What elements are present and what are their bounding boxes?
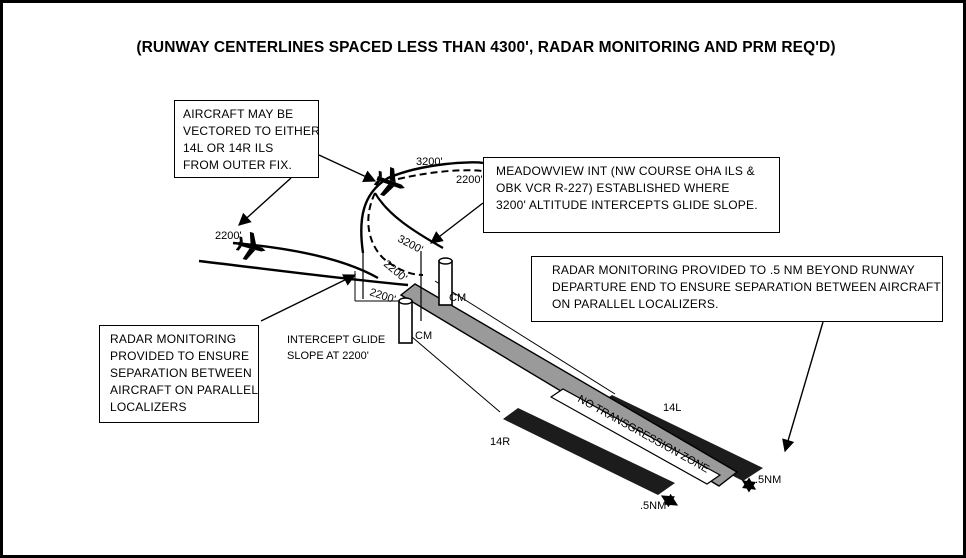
- altitude-label: 2200': [368, 286, 397, 306]
- cm-label: CM: [449, 292, 466, 304]
- localizer-line: [434, 280, 616, 395]
- intercept-label: SLOPE AT 2200': [287, 350, 369, 362]
- callout-line: RADAR MONITORING PROVIDED TO .5 NM BEYON…: [552, 263, 915, 277]
- distance-label: .5NM: [755, 474, 781, 486]
- callout-line: SEPARATION BETWEEN: [110, 366, 252, 380]
- distance-label: .5NM: [640, 500, 666, 512]
- callout-line: LOCALIZERS: [110, 400, 187, 414]
- runway-label-14r: 14R: [490, 436, 510, 448]
- callout-line: 14L OR 14R ILS: [183, 141, 274, 155]
- callout-meadowview-int: MEADOWVIEW INT (NW COURSE OHA ILS & OBK …: [483, 157, 780, 233]
- callout-line: 3200' ALTITUDE INTERCEPTS GLIDE SLOPE.: [496, 198, 758, 212]
- altitude-label: 2200': [381, 258, 409, 284]
- glide-slope-antenna-right: [438, 257, 453, 306]
- leader-arrow: [782, 321, 824, 453]
- approach-path-left: [198, 259, 409, 287]
- leader-arrow: [238, 177, 292, 226]
- callout-line: DEPARTURE END TO ENSURE SEPARATION BETWE…: [552, 280, 941, 294]
- callout-vectoring: AIRCRAFT MAY BE VECTORED TO EITHER 14L O…: [174, 100, 320, 178]
- leader-arrow: [430, 202, 484, 244]
- callout-line: MEADOWVIEW INT (NW COURSE OHA ILS &: [496, 164, 755, 178]
- altitude-label: 2200': [215, 230, 242, 242]
- approach-path-arc: [360, 161, 484, 254]
- ntz-inner-box: [549, 388, 722, 485]
- distance-marker: [660, 493, 679, 508]
- runway-label-14l: 14L: [663, 402, 681, 414]
- leader-arrow: [318, 154, 377, 182]
- altitude-label: 2200': [456, 174, 483, 186]
- intercept-label: INTERCEPT GLIDE: [287, 334, 385, 346]
- glide-slope-antenna-left: [398, 297, 413, 344]
- distance-marker: [741, 477, 757, 493]
- leader-arrow: [260, 274, 357, 322]
- callout-line: AIRCRAFT MAY BE: [183, 107, 294, 121]
- approach-diagram: 3200' 2200' 2200' 3200' 2200' 2200' CM C…: [198, 154, 824, 512]
- localizer-line: [404, 330, 501, 413]
- callout-line: PROVIDED TO ENSURE: [110, 349, 250, 363]
- callout-line: VECTORED TO EITHER: [183, 124, 320, 138]
- runway-14r-pad: [503, 408, 675, 495]
- callout-line: AIRCRAFT ON PARALLEL: [110, 383, 259, 397]
- callout-radar-departure-end: RADAR MONITORING PROVIDED TO .5 NM BEYON…: [531, 256, 943, 322]
- altitude-label: 3200': [396, 233, 425, 256]
- callout-line: FROM OUTER FIX.: [183, 158, 292, 172]
- callout-line: ON PARALLEL LOCALIZERS.: [552, 297, 719, 311]
- callout-line: OBK VCR R-227) ESTABLISHED WHERE: [496, 181, 730, 195]
- approach-path-arc-descent: [367, 192, 424, 276]
- page-title: (RUNWAY CENTERLINES SPACED LESS THAN 430…: [136, 39, 836, 56]
- altitude-label: 3200': [416, 156, 443, 168]
- callout-line: RADAR MONITORING: [110, 332, 237, 346]
- cm-label: CM: [415, 330, 432, 342]
- approach-path-arc-inner: [397, 169, 484, 180]
- callout-radar-parallel: RADAR MONITORING PROVIDED TO ENSURE SEPA…: [99, 325, 259, 423]
